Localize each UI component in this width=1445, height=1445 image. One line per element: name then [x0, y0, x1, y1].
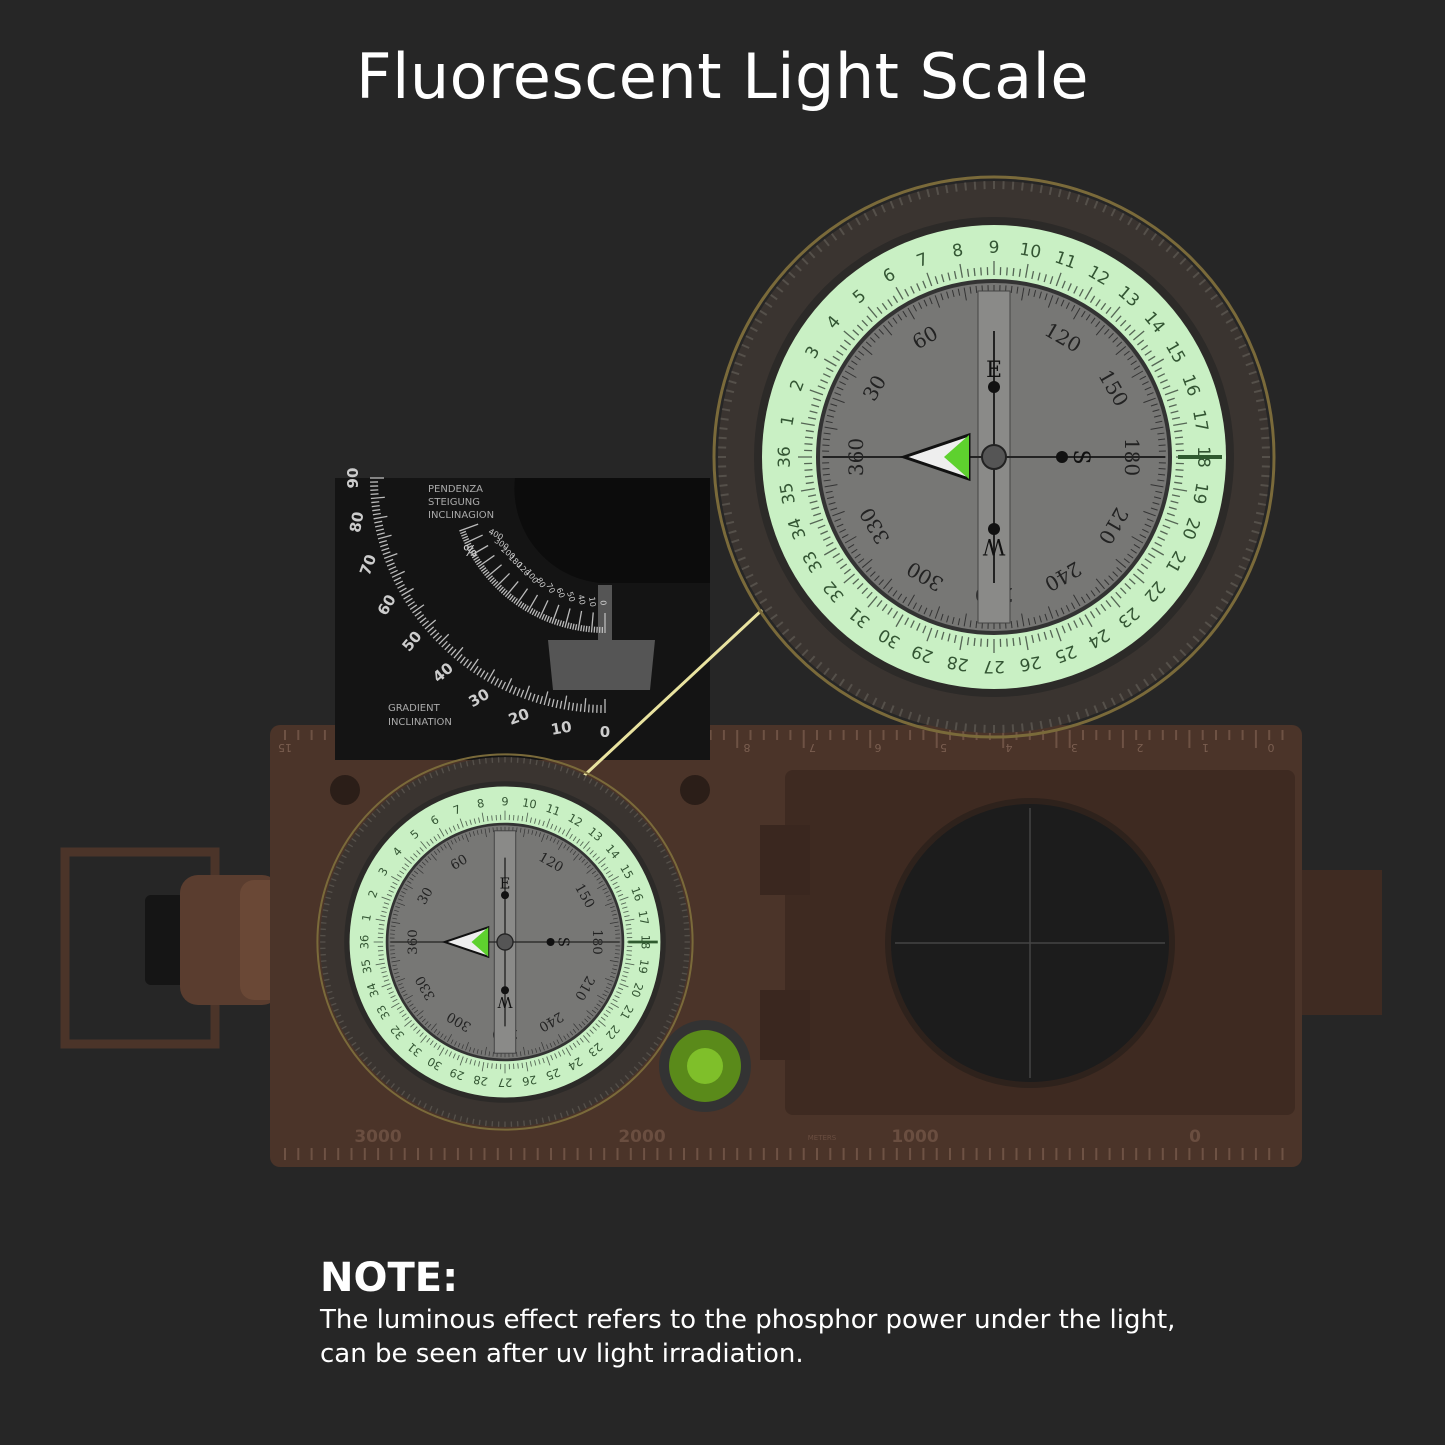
ring-number: 19	[1188, 481, 1211, 506]
cardinal-west: W	[982, 533, 1005, 558]
map-scale-label: 2000	[618, 1127, 665, 1147]
percent-label: 10	[587, 596, 597, 607]
ring-number: 9	[501, 794, 508, 808]
ring-number: 27	[498, 1076, 512, 1090]
ring-number: 10	[1018, 239, 1043, 262]
pivot	[496, 933, 514, 951]
ring-number: 28	[472, 1072, 489, 1088]
map-scale-label: 1000	[891, 1127, 938, 1147]
ruler-label: 0	[1268, 741, 1275, 754]
ruler-label: 15	[278, 741, 292, 754]
percent-label: 50	[565, 591, 577, 603]
ring-number: 8	[951, 240, 965, 262]
note-line: The luminous effect refers to the phosph…	[320, 1305, 1176, 1335]
ring-number: 36	[775, 446, 795, 468]
ring-number: 7	[451, 802, 463, 818]
ring-number: 19	[635, 958, 651, 975]
ring-number: 17	[635, 909, 651, 926]
ring-number: 20	[628, 981, 646, 999]
degree-label: 10	[549, 717, 573, 738]
ring-number: 17	[1188, 408, 1211, 433]
ring-number: 12	[566, 810, 586, 829]
ring-number: 35	[358, 958, 374, 975]
clinometer-label: INCLINATION	[388, 717, 452, 728]
note-line: can be seen after uv light irradiation.	[320, 1339, 804, 1369]
map-scale-label: 3000	[354, 1127, 401, 1147]
ring-number: 27	[983, 656, 1005, 676]
degree-label: 90	[344, 468, 362, 489]
ruler-label: 5	[940, 741, 947, 754]
percent-label: 0	[599, 600, 608, 605]
ring-number: 1	[359, 913, 374, 923]
note-block: NOTE: The luminous effect refers to the …	[320, 1255, 1175, 1371]
ring-number: 29	[448, 1065, 466, 1083]
degree-label: 0	[600, 723, 610, 741]
ruler-label: 7	[809, 741, 816, 754]
clinometer-label: PENDENZA	[428, 484, 483, 495]
ring-number: 9	[989, 238, 1000, 258]
pivot	[981, 444, 1007, 470]
ring-number: 25	[544, 1065, 562, 1083]
clinometer-label: GRADIENT	[388, 703, 441, 714]
ring-number: 26	[1018, 651, 1043, 674]
ruler-label: 6	[875, 741, 882, 754]
ring-number: 11	[544, 801, 562, 819]
ring-number: 30	[425, 1054, 445, 1073]
face-number: 60	[448, 852, 470, 874]
cardinal-east: E	[986, 358, 1002, 383]
ring-number: 35	[776, 481, 799, 506]
face-number: 30	[415, 885, 437, 907]
baseplate-tab	[1290, 870, 1382, 1015]
ruler-label: 3	[1071, 741, 1078, 754]
percent-label: 70	[544, 582, 557, 595]
ring-number: 21	[617, 1003, 636, 1023]
sighting-lens	[885, 798, 1175, 1088]
ring-number: 34	[364, 981, 382, 999]
percent-label: 60	[554, 587, 566, 600]
cardinal-west: W	[497, 993, 513, 1010]
ring-number: 28	[945, 651, 970, 674]
clinometer-label: STEIGUNG	[428, 497, 480, 508]
ruler-label: 8	[744, 741, 751, 754]
ruler-label: 2	[1137, 741, 1144, 754]
ring-number: 1	[777, 414, 799, 428]
cardinal-south: S	[1068, 449, 1093, 464]
bubble-level	[659, 1020, 751, 1112]
note-heading: NOTE:	[320, 1255, 459, 1301]
page-title: Fluorescent Light Scale	[356, 40, 1089, 113]
ruler-label: 4	[1006, 741, 1013, 754]
ring-number: 2	[365, 888, 381, 900]
cardinal-east: E	[500, 875, 511, 892]
cardinal-south: S	[555, 937, 572, 947]
ring-number: 26	[521, 1072, 538, 1088]
percent-label: 40	[576, 594, 587, 606]
percent-symbol: %	[463, 542, 477, 560]
map-scale-unit: METERS	[808, 1134, 837, 1142]
ring-number: 16	[628, 885, 646, 903]
ring-number: 33	[373, 1003, 392, 1023]
ruler-label: 1	[1202, 741, 1209, 754]
clinometer-card	[335, 478, 710, 760]
ring-number: 8	[476, 796, 486, 811]
degree-label: 80	[346, 510, 367, 534]
sighting-bracket	[60, 847, 285, 1049]
clinometer-label: INCLINAGION	[428, 510, 494, 521]
ring-number: 10	[521, 795, 538, 811]
ring-number: 15	[617, 862, 636, 882]
map-scale-label: 0	[1189, 1127, 1201, 1147]
ring-number: 36	[357, 935, 371, 949]
ring-number: 24	[566, 1054, 586, 1073]
